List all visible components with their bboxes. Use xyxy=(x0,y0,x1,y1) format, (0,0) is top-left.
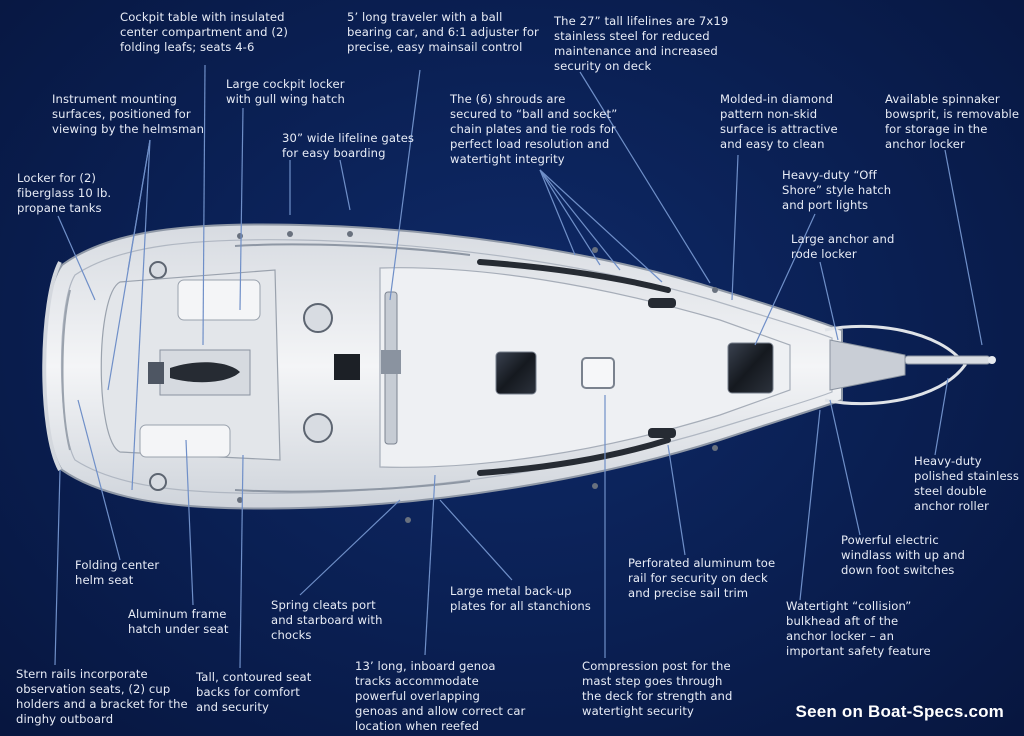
callout-genoa-tracks: 13’ long, inboard genoa tracks accommoda… xyxy=(355,659,526,733)
callout-non-skid: Molded-in diamond pattern non-skid surfa… xyxy=(720,92,838,151)
winches xyxy=(149,261,333,491)
bow-pulpit xyxy=(824,324,996,406)
helm-seat xyxy=(61,289,71,451)
bowsprit xyxy=(904,355,991,365)
callout-helm-seat: Folding center helm seat xyxy=(75,558,160,587)
callout-anchor-roller: Heavy-duty polished stainless steel doub… xyxy=(914,454,1019,513)
callout-collision-bulkhead: Watertight “collision” bulkhead aft of t… xyxy=(786,599,931,658)
stern-rail xyxy=(42,261,62,471)
callout-compression-post: Compression post for the mast step goes … xyxy=(582,659,733,718)
callout-cockpit-locker: Large cockpit locker with gull wing hatc… xyxy=(226,77,345,106)
callout-shrouds: The (6) shrouds are secured to “ball and… xyxy=(450,92,618,166)
callout-stern-rails: Stern rails incorporate observation seat… xyxy=(16,667,188,726)
callout-anchor-locker: Large anchor and rode locker xyxy=(791,232,895,261)
leader-lines xyxy=(54,64,983,669)
callout-frame-hatch: Aluminum frame hatch under seat xyxy=(128,607,229,636)
callout-seat-backs: Tall, contoured seat backs for comfort a… xyxy=(196,670,312,714)
vent-hatch xyxy=(581,357,615,389)
callout-lifelines: The 27” tall lifelines are 7x19 stainles… xyxy=(554,14,729,73)
hatches xyxy=(334,298,774,438)
companionway-hatch xyxy=(334,354,360,380)
callout-propane-locker: Locker for (2) fiberglass 10 lb. propane… xyxy=(17,171,112,215)
callout-toe-rail: Perforated aluminum toe rail for securit… xyxy=(628,556,776,600)
callout-offshore-hatch: Heavy-duty “Off Shore” style hatch and p… xyxy=(782,168,892,212)
callout-windlass: Powerful electric windlass with up and d… xyxy=(841,533,965,577)
callout-instrument-mounting: Instrument mounting surfaces, positioned… xyxy=(52,92,205,136)
callout-spring-cleats: Spring cleats port and starboard with ch… xyxy=(271,598,383,642)
forward-hatch xyxy=(495,351,537,395)
watermark: Seen on Boat-Specs.com xyxy=(795,702,1004,721)
callout-traveler: 5’ long traveler with a ball bearing car… xyxy=(347,10,539,54)
callout-backup-plates: Large metal back-up plates for all stanc… xyxy=(450,584,591,613)
cockpit-table xyxy=(148,349,251,396)
offshore-hatch xyxy=(727,342,774,394)
callout-lifeline-gates: 30” wide lifeline gates for easy boardin… xyxy=(282,131,415,160)
callout-cockpit-table: Cockpit table with insulated center comp… xyxy=(120,10,289,54)
cockpit-locker xyxy=(177,279,261,321)
callout-spinnaker: Available spinnaker bowsprit, is removab… xyxy=(885,92,1020,151)
seat-hatch xyxy=(139,424,231,458)
genoa-tracks xyxy=(234,243,671,493)
